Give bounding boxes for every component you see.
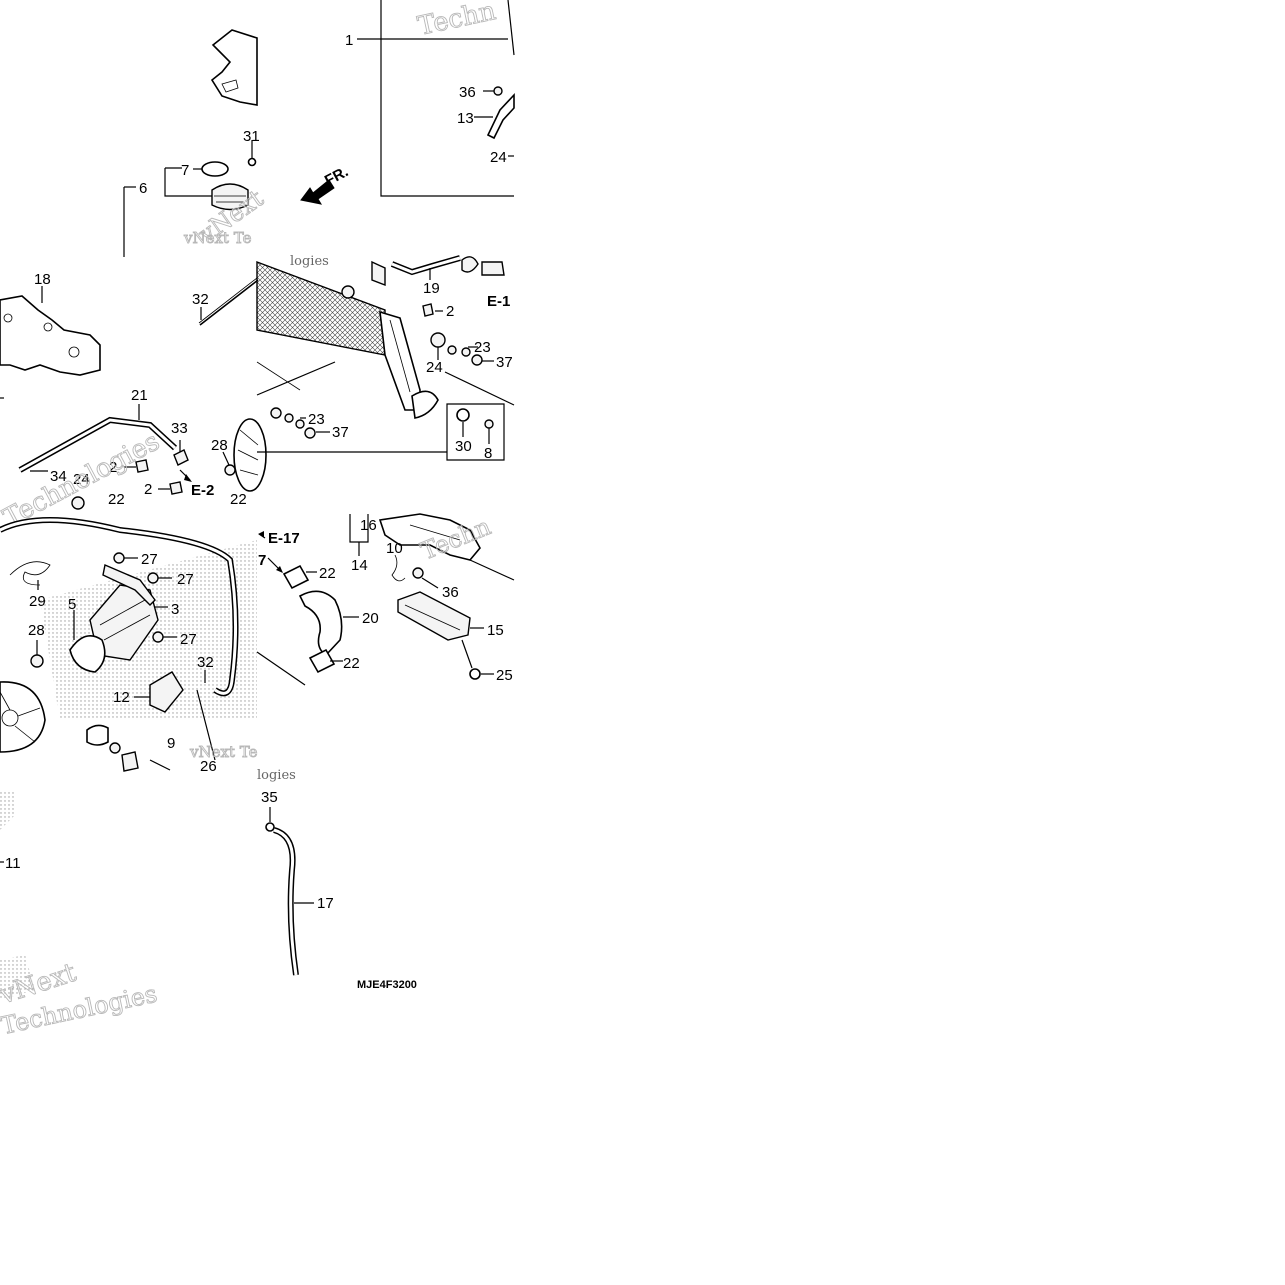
grommet-28 <box>224 464 236 476</box>
tile-top-left: 7 6 31 vNext Te vNext <box>123 29 269 257</box>
part-number: 25 <box>496 667 513 684</box>
hose-clamp-33 <box>173 449 189 466</box>
bolt-31 <box>247 157 257 167</box>
wire-clip-29 <box>9 561 51 586</box>
part-number: 31 <box>243 128 260 145</box>
guard-plate-15 <box>397 591 471 641</box>
part-number: 1 <box>345 32 353 49</box>
collar-sleeve <box>86 724 109 746</box>
tile-hoses: E-17 7 22 20 22 14 16 10 36 15 25 Techn <box>256 512 515 783</box>
fan-blade <box>0 681 46 753</box>
part-number: 32 <box>192 291 209 308</box>
part-number: 27 <box>177 571 194 588</box>
part-number: 21 <box>131 387 148 404</box>
part-number: 35 <box>261 789 278 806</box>
bracket-plate-top <box>210 29 258 106</box>
part-number: 12 <box>113 689 130 706</box>
tile-middle-left: 18 32 21 33 2 2 E-2 28 22 24 22 34 Techn… <box>0 271 267 534</box>
part-number: 19 <box>423 280 440 297</box>
part-number: 17 <box>317 895 334 912</box>
part-number: 11 <box>5 855 21 872</box>
bracket-12 <box>149 671 184 713</box>
watermark: vNext Te <box>183 229 252 247</box>
watermark: logies <box>257 768 296 783</box>
part-number: 2 <box>144 481 152 498</box>
part-number: 24 <box>426 359 443 376</box>
part-number: 30 <box>455 438 472 455</box>
bolt-36 <box>493 86 503 96</box>
part-number: 28 <box>28 622 45 639</box>
radiator-cap <box>211 183 249 211</box>
part-number: 37 <box>332 424 349 441</box>
part-number: 8 <box>484 445 492 462</box>
part-number: 33 <box>171 420 188 437</box>
part-number: 18 <box>34 271 51 288</box>
part-number: 22 <box>230 491 247 508</box>
radiator-core <box>256 260 386 356</box>
part-number: 37 <box>496 354 513 371</box>
diagram-code: MJE4F3200 <box>357 979 417 991</box>
part-number: 13 <box>457 110 474 127</box>
overflow-tube-32 <box>199 279 259 326</box>
reference-label: E-2 <box>191 482 214 499</box>
watermark: logies <box>290 254 329 269</box>
fan-shroud-edge <box>233 418 267 492</box>
tile-top-middle: 1 36 13 24 FR. Techn <box>300 0 515 205</box>
tile-fan-motor: 29 27 27 27 3 5 28 12 32 9 26 v <box>0 517 258 775</box>
water-hose-20 <box>298 590 343 657</box>
part-number: 6 <box>139 180 147 197</box>
front-arrow-icon <box>300 179 335 205</box>
reference-label: E-17 <box>268 530 300 547</box>
part-number: 22 <box>343 655 360 672</box>
part-number: 20 <box>362 610 379 627</box>
tile-drain-tube: 35 17 MJE4F3200 <box>261 789 417 991</box>
part-number: 5 <box>68 596 76 613</box>
watermark: Techn <box>415 0 499 42</box>
hose-clamp-22 <box>282 564 310 590</box>
part-number: 10 <box>386 540 403 557</box>
grommet-24 <box>430 332 446 348</box>
part-number: 24 <box>73 471 90 488</box>
part-number: 22 <box>319 565 336 582</box>
part-number: 27 <box>141 551 158 568</box>
part-number: 14 <box>351 557 368 574</box>
part-number: 32 <box>197 654 214 671</box>
o-ring-gasket <box>201 161 229 177</box>
part-number: 7 <box>258 552 266 569</box>
watermark: Technologies <box>0 427 165 534</box>
kit-box-30-8 <box>446 403 505 461</box>
stay-bracket-13 <box>486 92 515 140</box>
part-number: 27 <box>180 631 197 648</box>
part-number: 2 <box>446 303 454 320</box>
shroud-bracket-18 <box>0 295 101 376</box>
part-number: 29 <box>29 593 46 610</box>
part-number: 15 <box>487 622 504 639</box>
part-number: 7 <box>181 162 189 179</box>
part-number: 16 <box>360 517 377 534</box>
tile-center-radiator: 19 2 E-1 24 23 37 23 37 30 8 logies <box>256 254 515 462</box>
part-number: 28 <box>211 437 228 454</box>
part-number: 2 <box>109 459 117 476</box>
part-number: 36 <box>442 584 459 601</box>
part-number: 26 <box>200 758 217 775</box>
part-number: 36 <box>459 84 476 101</box>
inset-box <box>380 0 514 197</box>
part-number: 9 <box>167 735 175 752</box>
tile-bottom-left: 11 vNext Technologies <box>0 790 160 1041</box>
part-number: 23 <box>308 411 325 428</box>
radiator-neck-hose <box>411 390 439 419</box>
part-number: 3 <box>171 601 179 618</box>
reference-label: E-1 <box>487 293 510 310</box>
part-number: 23 <box>474 339 491 356</box>
part-number: 22 <box>108 491 125 508</box>
part-number: 34 <box>50 468 67 485</box>
watermark: vNext Te <box>189 743 258 761</box>
part-number: 24 <box>490 149 507 166</box>
